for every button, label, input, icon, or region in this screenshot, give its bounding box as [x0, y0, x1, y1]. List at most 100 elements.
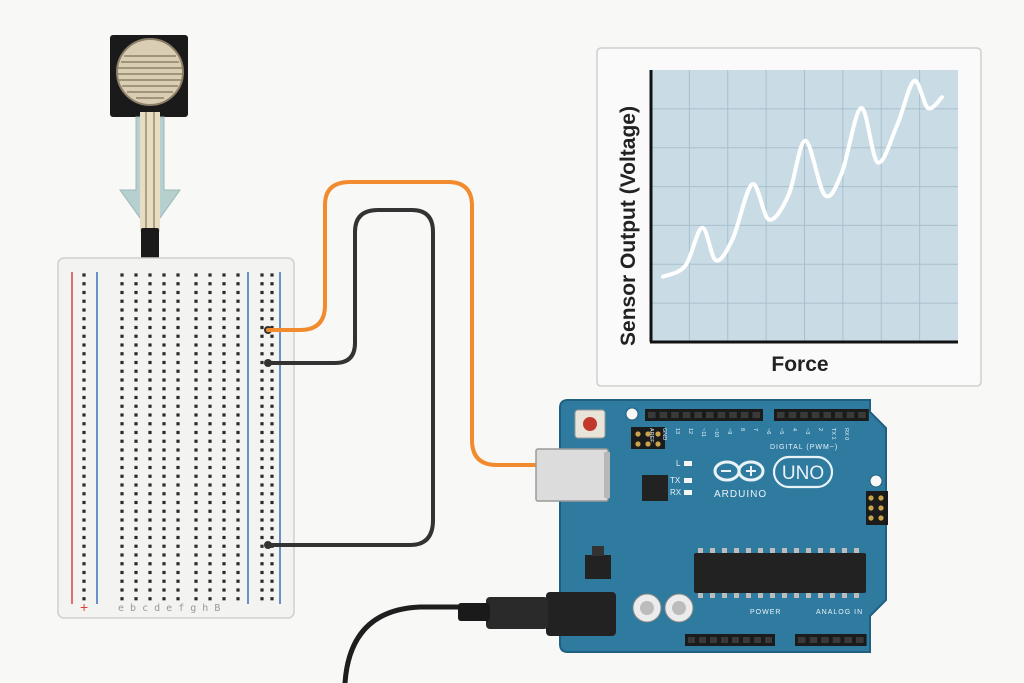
analog-pin-pin[interactable]	[832, 637, 841, 643]
digital-pin-pin[interactable]	[835, 412, 843, 418]
breadboard-hole[interactable]	[208, 509, 212, 513]
breadboard-hole[interactable]	[176, 492, 180, 496]
breadboard-hole[interactable]	[148, 553, 152, 557]
breadboard-hole[interactable]	[120, 509, 124, 513]
breadboard-hole[interactable]	[176, 334, 180, 338]
digital-pin-pin[interactable]	[740, 412, 749, 418]
breadboard-hole[interactable]	[222, 273, 226, 277]
breadboard-hole[interactable]	[134, 518, 138, 522]
breadboard-hole[interactable]	[120, 439, 124, 443]
digital-pin-pin[interactable]	[858, 412, 866, 418]
breadboard-hole[interactable]	[222, 299, 226, 303]
breadboard-hole[interactable]	[148, 562, 152, 566]
breadboard-hole[interactable]	[236, 352, 240, 356]
breadboard-hole[interactable]	[148, 369, 152, 373]
breadboard-hole[interactable]	[260, 413, 264, 417]
breadboard-hole[interactable]	[134, 308, 138, 312]
breadboard-hole[interactable]	[162, 465, 166, 470]
breadboard-hole[interactable]	[270, 535, 274, 540]
breadboard-hole[interactable]	[120, 492, 124, 496]
breadboard-hole[interactable]	[148, 500, 152, 505]
breadboard-hole[interactable]	[134, 535, 138, 540]
breadboard-hole[interactable]	[162, 553, 166, 557]
breadboard-hole[interactable]	[82, 413, 86, 417]
breadboard-hole[interactable]	[194, 474, 198, 478]
breadboard-hole[interactable]	[194, 597, 198, 601]
breadboard-hole[interactable]	[194, 579, 198, 583]
analog-pin-pin[interactable]	[856, 637, 864, 643]
breadboard-hole[interactable]	[162, 535, 166, 540]
breadboard-hole[interactable]	[148, 448, 152, 452]
breadboard-hole[interactable]	[260, 562, 264, 566]
breadboard-hole[interactable]	[194, 509, 198, 513]
breadboard-hole[interactable]	[208, 535, 212, 540]
breadboard-hole[interactable]	[222, 553, 226, 557]
breadboard-hole[interactable]	[236, 500, 240, 505]
breadboard-hole[interactable]	[134, 553, 138, 557]
breadboard-hole[interactable]	[148, 282, 152, 286]
breadboard-hole[interactable]	[162, 334, 166, 338]
breadboard-hole[interactable]	[260, 500, 264, 505]
breadboard-hole[interactable]	[260, 553, 264, 557]
breadboard-hole[interactable]	[148, 527, 152, 531]
breadboard-hole[interactable]	[222, 500, 226, 505]
breadboard-hole[interactable]	[120, 500, 124, 505]
breadboard-hole[interactable]	[208, 404, 212, 408]
breadboard-hole[interactable]	[82, 378, 86, 382]
breadboard-hole[interactable]	[120, 570, 124, 575]
breadboard-hole[interactable]	[194, 387, 198, 391]
breadboard-hole[interactable]	[208, 527, 212, 531]
breadboard-hole[interactable]	[162, 360, 166, 365]
breadboard-hole[interactable]	[194, 527, 198, 531]
digital-pin-pin[interactable]	[788, 412, 797, 418]
breadboard-hole[interactable]	[134, 483, 138, 487]
breadboard-hole[interactable]	[194, 395, 198, 400]
breadboard-hole[interactable]	[82, 465, 86, 470]
breadboard-hole[interactable]	[148, 404, 152, 408]
breadboard-hole[interactable]	[222, 334, 226, 338]
breadboard-hole[interactable]	[260, 483, 264, 487]
icsp-pin[interactable]	[635, 441, 641, 447]
breadboard-hole[interactable]	[148, 474, 152, 478]
breadboard-hole[interactable]	[120, 457, 124, 461]
breadboard-hole[interactable]	[148, 422, 152, 426]
breadboard-hole[interactable]	[236, 439, 240, 443]
breadboard-hole[interactable]	[176, 325, 180, 330]
breadboard-hole[interactable]	[162, 343, 166, 347]
breadboard-hole[interactable]	[82, 273, 86, 277]
breadboard-hole[interactable]	[236, 562, 240, 566]
breadboard-hole[interactable]	[270, 597, 274, 601]
breadboard-hole[interactable]	[222, 465, 226, 470]
breadboard-hole[interactable]	[120, 343, 124, 347]
breadboard-hole[interactable]	[120, 544, 124, 548]
breadboard-hole[interactable]	[176, 413, 180, 417]
breadboard-hole[interactable]	[176, 282, 180, 286]
breadboard-hole[interactable]	[194, 430, 198, 435]
breadboard-hole[interactable]	[120, 535, 124, 540]
breadboard-hole[interactable]	[162, 413, 166, 417]
digital-pin-pin[interactable]	[823, 412, 831, 418]
breadboard-hole[interactable]	[120, 273, 124, 277]
breadboard-hole[interactable]	[194, 465, 198, 470]
breadboard-hole[interactable]	[162, 579, 166, 583]
breadboard-hole[interactable]	[162, 448, 166, 452]
breadboard-hole[interactable]	[236, 483, 240, 487]
breadboard-hole[interactable]	[176, 509, 180, 513]
breadboard-hole[interactable]	[176, 273, 180, 277]
breadboard-hole[interactable]	[222, 535, 226, 540]
breadboard-hole[interactable]	[222, 422, 226, 426]
breadboard-hole[interactable]	[134, 360, 138, 365]
breadboard-hole[interactable]	[260, 334, 264, 338]
breadboard-hole[interactable]	[236, 395, 240, 400]
breadboard-hole[interactable]	[208, 457, 212, 461]
breadboard-hole[interactable]	[236, 535, 240, 540]
breadboard-hole[interactable]	[162, 282, 166, 286]
breadboard-hole[interactable]	[176, 430, 180, 435]
breadboard-hole[interactable]	[162, 509, 166, 513]
breadboard-hole[interactable]	[194, 334, 198, 338]
breadboard-hole[interactable]	[208, 282, 212, 286]
breadboard-hole[interactable]	[134, 317, 138, 321]
breadboard-hole[interactable]	[270, 343, 274, 347]
breadboard-hole[interactable]	[236, 282, 240, 286]
breadboard-hole[interactable]	[82, 500, 86, 505]
